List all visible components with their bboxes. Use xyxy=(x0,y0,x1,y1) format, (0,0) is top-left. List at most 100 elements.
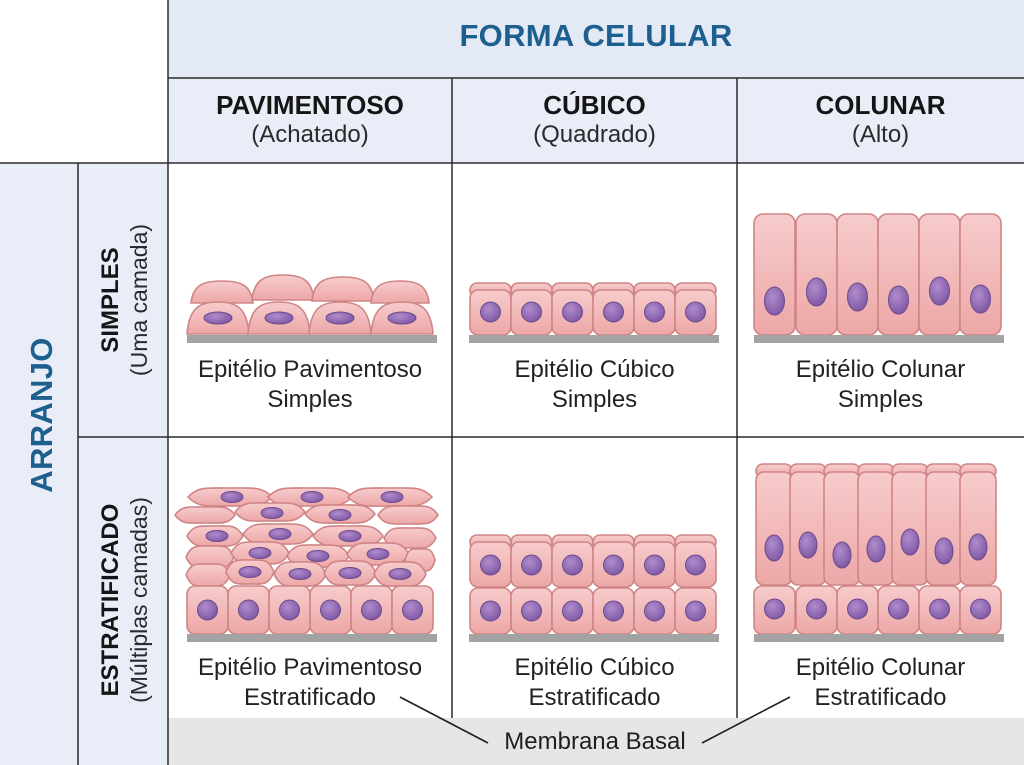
column-header-bg xyxy=(168,78,1024,163)
cell-nucleus xyxy=(387,311,417,325)
row-header-bg xyxy=(0,163,168,765)
cell-nucleus xyxy=(562,554,583,576)
cell-nucleus xyxy=(685,301,706,323)
basal-membrane-line xyxy=(187,335,437,343)
column-name: CÚBICO xyxy=(543,90,646,120)
caption-line: Epitélio Cúbico xyxy=(514,356,675,383)
cell-nucleus xyxy=(847,598,868,620)
epithelial-cell xyxy=(959,471,997,586)
basal-membrane-line xyxy=(754,335,1004,343)
cell-nucleus xyxy=(205,530,229,542)
basal-label-band xyxy=(168,718,1024,765)
cell-nucleus xyxy=(203,311,233,325)
cell-nucleus xyxy=(832,541,852,569)
column-header-squamous: PAVIMENTOSO (Achatado) xyxy=(168,90,452,150)
caption-line: Simples xyxy=(551,386,638,413)
epithelial-cell xyxy=(185,563,231,587)
cell-nucleus xyxy=(934,537,954,565)
cell-nucleus xyxy=(338,567,362,579)
cell-nucleus xyxy=(929,276,950,306)
cell-nucleus xyxy=(279,599,300,621)
column-name: PAVIMENTOSO xyxy=(216,90,404,120)
cell-nucleus xyxy=(798,531,818,559)
epithelial-cell xyxy=(918,213,961,336)
epithelial-cell xyxy=(190,280,254,304)
epithelial-cell xyxy=(836,213,879,336)
caption-simple-squamous: Epitélio Pavimentoso Simples xyxy=(168,355,452,415)
cell-nucleus xyxy=(306,550,330,562)
cell-nucleus xyxy=(764,534,784,562)
cell-nucleus xyxy=(480,600,501,622)
cell-nucleus xyxy=(929,598,950,620)
caption-line: Estratificado xyxy=(243,684,377,711)
row-note: (Uma camada) xyxy=(126,223,152,377)
cell-nucleus xyxy=(888,598,909,620)
epithelial-cell xyxy=(755,471,793,586)
cell-nucleus xyxy=(328,509,352,521)
cell-nucleus xyxy=(320,599,341,621)
basal-membrane-line xyxy=(469,634,719,642)
cell-nucleus xyxy=(288,568,312,580)
simple-cuboidal-epithelium xyxy=(469,282,717,336)
caption-line: Estratificado xyxy=(814,684,947,711)
cell-nucleus xyxy=(380,491,404,503)
epithelial-cell xyxy=(377,505,439,525)
cell-nucleus xyxy=(644,301,665,323)
cell-nucleus xyxy=(847,282,868,312)
cell-nucleus xyxy=(480,301,501,323)
cell-nucleus xyxy=(970,284,991,314)
caption-line: Epitélio Cúbico xyxy=(514,654,675,681)
caption-simple-columnar: Epitélio Colunar Simples xyxy=(737,355,1024,415)
cell-nucleus xyxy=(248,547,272,559)
title-header-bg xyxy=(168,0,1024,78)
cell-nucleus xyxy=(603,600,624,622)
row-name: SIMPLES xyxy=(97,247,124,353)
caption-line: Simples xyxy=(267,386,353,413)
cell-nucleus xyxy=(338,530,362,542)
cell-nucleus xyxy=(764,286,785,316)
epithelial-cell xyxy=(795,213,838,336)
cell-nucleus xyxy=(562,301,583,323)
cell-nucleus xyxy=(238,599,259,621)
epithelial-cell xyxy=(877,213,920,336)
column-note: (Alto) xyxy=(851,121,910,148)
caption-simple-cuboidal: Epitélio Cúbico Simples xyxy=(452,355,737,415)
epithelial-cell xyxy=(959,213,1002,336)
caption-stratified-columnar: Epitélio Colunar Estratificado xyxy=(737,653,1024,713)
epithelial-cell xyxy=(251,274,315,301)
caption-stratified-cuboidal: Epitélio Cúbico Estratificado xyxy=(452,653,737,713)
caption-line: Epitélio Colunar xyxy=(795,654,966,681)
basal-membrane-line xyxy=(469,335,719,343)
row-name: ESTRATIFICADO xyxy=(97,503,124,697)
caption-line: Epitélio Pavimentoso xyxy=(197,356,423,383)
caption-line: Simples xyxy=(837,386,924,413)
cell-nucleus xyxy=(968,533,988,561)
caption-line: Estratificado xyxy=(528,684,661,711)
epithelial-cell xyxy=(370,280,430,304)
column-note: (Achatado) xyxy=(251,121,369,148)
cell-nucleus xyxy=(521,301,542,323)
basal-pointer-lines xyxy=(399,696,791,744)
cell-nucleus xyxy=(388,568,412,580)
cell-nucleus xyxy=(300,491,324,503)
cell-nucleus xyxy=(685,600,706,622)
cell-nucleus xyxy=(888,285,909,315)
basal-membranes xyxy=(187,335,1004,642)
cell-nucleus xyxy=(220,491,244,503)
cell-nucleus xyxy=(970,598,991,620)
cell-nucleus xyxy=(644,554,665,576)
caption-stratified-squamous: Epitélio Pavimentoso Estratificado xyxy=(168,653,452,713)
stratified-columnar-epithelium xyxy=(753,463,1002,635)
stratified-squamous-epithelium xyxy=(174,487,439,635)
cell-nucleus xyxy=(480,554,501,576)
side-title: ARRANJO xyxy=(24,337,59,493)
cell-nucleus xyxy=(764,598,785,620)
caption-line: Epitélio Pavimentoso xyxy=(197,654,423,681)
cell-nucleus xyxy=(866,535,886,563)
cell-nucleus xyxy=(402,599,423,621)
cell-nucleus xyxy=(562,600,583,622)
cell-nucleus xyxy=(603,301,624,323)
epithelial-cell xyxy=(857,471,895,586)
cell-nucleus xyxy=(521,554,542,576)
